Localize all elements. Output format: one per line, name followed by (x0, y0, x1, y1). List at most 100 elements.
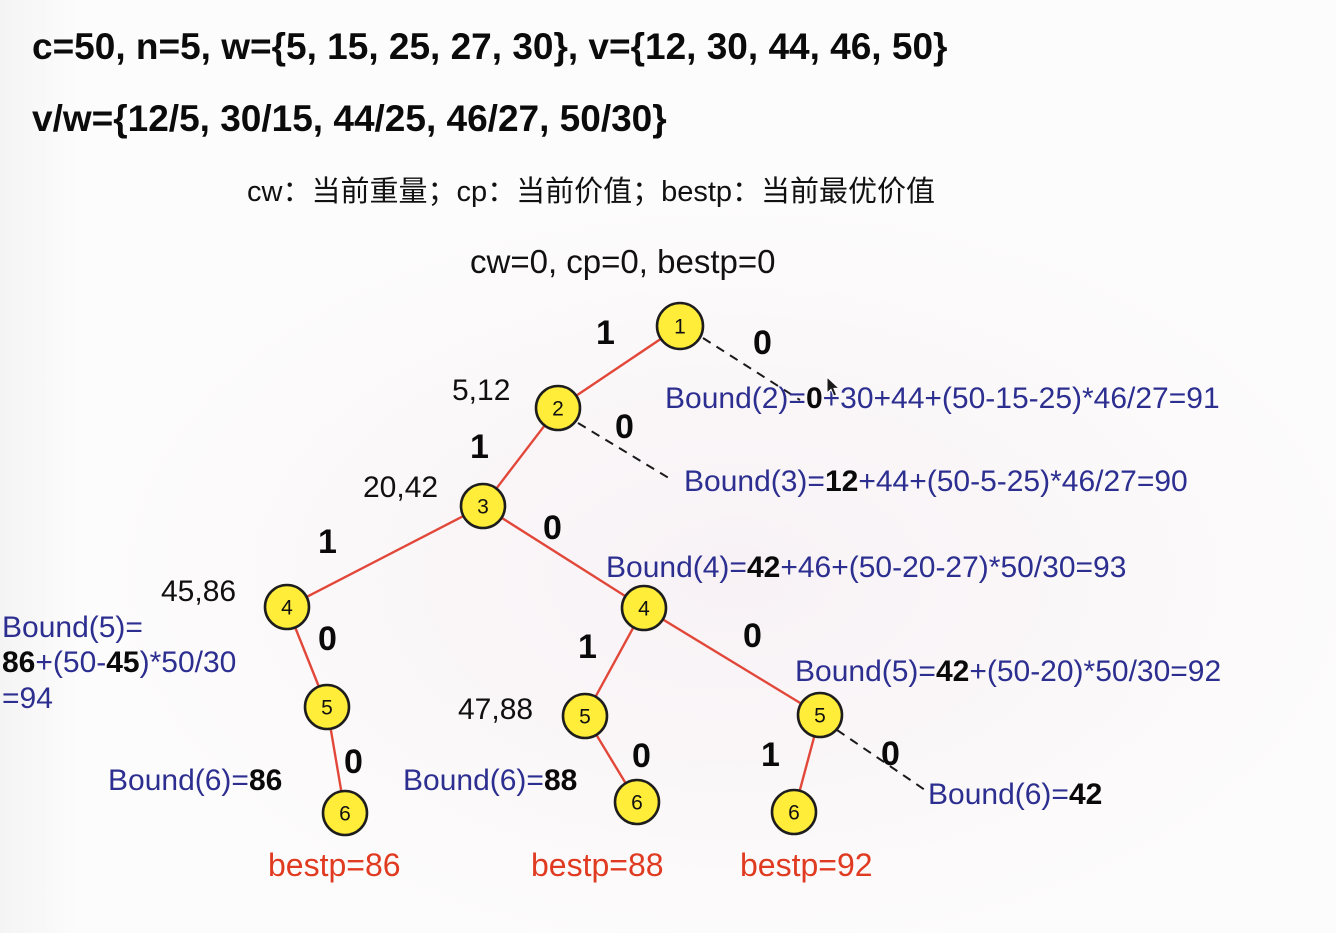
edge-label-e1-zero: 0 (753, 324, 772, 362)
node-circle (303, 683, 351, 731)
bound-value: 12 (824, 465, 859, 498)
bound-expression: +(50-20)*50/30=92 (969, 655, 1222, 688)
bound-5-right: Bound(5)=42+(50-20)*50/30=92 (795, 656, 1221, 688)
bound-expression: +44+(50-5-25)*46/27=90 (858, 465, 1188, 498)
bound-value: 86 (2, 646, 36, 680)
bound-6-left: Bound(6)=86 (108, 765, 282, 797)
value-weight-ratio-line: v/w={12/5, 30/15, 44/25, 46/27, 50/30} (32, 98, 667, 139)
node-circle (561, 692, 609, 740)
tree-edge-pruned (577, 422, 673, 481)
state-pair-n4L: 45,86 (161, 575, 237, 608)
tree-node-5[interactable]: 5 (303, 683, 351, 731)
tree-edge-taken (494, 423, 547, 491)
bound-5-left: Bound(5)=86+(50-45)*50/30=94 (2, 610, 236, 716)
bound-expression: Bound(3)= (684, 465, 825, 498)
bound-expression: +(50- (35, 646, 107, 680)
tree-node-4[interactable]: 4 (263, 583, 311, 631)
tree-node-6[interactable]: 6 (770, 788, 818, 836)
node-label: 4 (281, 597, 293, 620)
pruned-edges-group (577, 337, 926, 791)
bound-3: Bound(3)=12+44+(50-5-25)*46/27=90 (684, 466, 1188, 498)
bound-value: 45 (106, 646, 140, 680)
tree-node-5[interactable]: 5 (561, 692, 609, 740)
node-label: 6 (339, 803, 351, 826)
bound-expression: Bound(6)= (108, 764, 249, 797)
node-circle (620, 584, 668, 632)
node-label: 4 (638, 598, 650, 621)
node-circle (534, 384, 582, 432)
taken-edges-group (293, 337, 816, 793)
tree-edge-taken (574, 337, 663, 398)
root-state-text: cw=0, cp=0, bestp=0 (470, 243, 776, 280)
node-label: 6 (788, 802, 800, 825)
bound-value: 88 (543, 764, 578, 797)
tree-node-1[interactable]: 1 (655, 301, 705, 351)
problem-parameters-line1: c=50, n=5, w={5, 15, 25, 27, 30}, v={12,… (32, 26, 948, 67)
bound-expression: Bound(5)= (2, 611, 143, 644)
edge-label-e4R-one: 1 (578, 628, 597, 666)
tree-node-2[interactable]: 2 (534, 384, 582, 432)
node-circle (321, 789, 369, 837)
tree-node-4[interactable]: 4 (620, 584, 668, 632)
bound-6-middle: Bound(6)=88 (403, 765, 577, 797)
state-pair-n3: 20,42 (363, 471, 439, 504)
edge-label-e3-one: 1 (318, 523, 337, 561)
tree-edge-taken (293, 626, 321, 688)
tree-node-3[interactable]: 3 (459, 482, 507, 530)
tree-edge-taken (500, 516, 627, 598)
tree-edge-pruned (836, 729, 926, 791)
tree-nodes-group: 1 2 3 4 4 5 5 5 6 6 6 (263, 301, 844, 837)
bound-expression: +30+44+(50-15-25)*46/27=91 (822, 382, 1220, 415)
bound-value: 86 (248, 764, 283, 797)
edge-label-e5L-zero: 0 (344, 743, 363, 781)
bound-expression: Bound(4)= (606, 551, 747, 584)
bound-expression: Bound(6)= (928, 778, 1069, 811)
node-circle (655, 301, 705, 351)
edge-label-e4R-zero: 0 (743, 617, 762, 655)
node-circle (796, 691, 844, 739)
tree-node-6[interactable]: 6 (613, 778, 661, 826)
tree-edge-taken (661, 617, 803, 706)
bound-expression: +46+(50-20-27)*50/30=93 (780, 551, 1127, 584)
bound-value: 42 (1068, 778, 1103, 811)
bound-2: Bound(2)=0+30+44+(50-15-25)*46/27=91 (665, 383, 1220, 415)
node-label: 5 (321, 697, 333, 720)
tree-node-5[interactable]: 5 (796, 691, 844, 739)
state-pair-n2: 5,12 (452, 374, 511, 407)
legend-text: cw：当前重量；cp：当前价值；bestp：当前最优价值 (247, 176, 936, 208)
edge-label-e3-zero: 0 (543, 509, 562, 547)
node-label: 6 (631, 792, 643, 815)
node-label: 5 (814, 705, 826, 728)
tree-node-6[interactable]: 6 (321, 789, 369, 837)
bound-expression: Bound(6)= (403, 764, 544, 797)
bound-6-right: Bound(6)=42 (928, 779, 1102, 811)
tree-edge-taken (305, 514, 465, 599)
node-label: 1 (674, 316, 686, 339)
edge-label-e4L-zero: 0 (318, 620, 337, 658)
bestp-middle: bestp=88 (531, 847, 664, 883)
bound-expression: =94 (2, 681, 53, 715)
bound-value: 0 (805, 382, 823, 415)
tree-edge-taken (329, 727, 343, 793)
edge-label-e2-one: 1 (470, 428, 489, 466)
tree-edge-taken (798, 734, 816, 793)
node-label: 2 (552, 398, 564, 421)
bound-expression: Bound(5)= (795, 655, 936, 688)
edge-label-e5R-one: 1 (761, 736, 780, 774)
tree-edge-pruned (702, 337, 801, 401)
node-circle (613, 778, 661, 826)
node-circle (770, 788, 818, 836)
bound-4: Bound(4)=42+46+(50-20-27)*50/30=93 (606, 552, 1126, 584)
edge-label-e2-zero: 0 (615, 408, 634, 446)
bound-value: 42 (746, 551, 781, 584)
bound-line: 86+(50-45)*50/30 (2, 645, 236, 680)
edge-label-e5R-zero: 0 (881, 735, 900, 773)
node-circle (263, 583, 311, 631)
tree-edge-taken (594, 733, 628, 785)
node-label: 3 (477, 496, 489, 519)
edge-label-e5M-zero: 0 (632, 737, 651, 775)
edge-label-e1-one: 1 (596, 314, 615, 352)
node-circle (459, 482, 507, 530)
bound-line: Bound(5)= (2, 610, 212, 645)
